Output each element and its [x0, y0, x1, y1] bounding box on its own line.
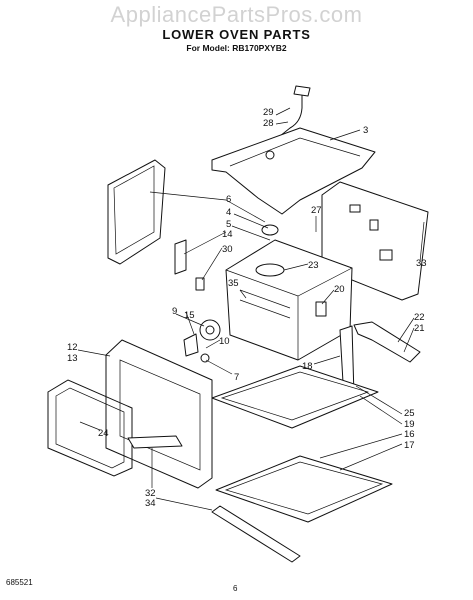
callout-29: 29	[263, 107, 274, 118]
callout-15: 15	[184, 310, 195, 321]
part-top-panel	[211, 127, 376, 215]
page-number: 6	[233, 584, 238, 593]
part-vent-tube	[273, 92, 303, 151]
callout-9: 9	[172, 306, 177, 317]
part-broiler-pan	[215, 455, 393, 523]
callout-32: 32	[145, 488, 156, 499]
callout-18: 18	[302, 361, 313, 372]
callout-6: 6	[226, 194, 231, 205]
callout-4: 4	[226, 207, 231, 218]
callout-19: 19	[404, 419, 415, 430]
callout-labels: 29 28 3 6 4 5 14 27 30 23 35 20 9 15 10 …	[67, 107, 427, 509]
page-title: LOWER OVEN PARTS	[162, 27, 311, 42]
callout-34: 34	[145, 498, 156, 509]
part-left-side-panel	[107, 159, 166, 265]
callout-21: 21	[414, 323, 425, 334]
callout-20: 20	[334, 284, 345, 295]
callout-30: 30	[222, 244, 233, 255]
callout-7: 7	[234, 372, 239, 383]
callout-24: 24	[98, 428, 109, 439]
part-vent-cap	[293, 85, 311, 97]
part-kick-strip	[211, 505, 301, 563]
callout-12: 12	[67, 342, 78, 353]
part-oven-bottom	[211, 365, 379, 429]
callout-3: 3	[363, 125, 368, 136]
callout-22: 22	[414, 312, 425, 323]
part-door-gasket	[47, 379, 133, 477]
callout-33: 33	[416, 258, 427, 269]
callout-5: 5	[226, 219, 231, 230]
callout-23: 23	[308, 260, 319, 271]
callout-35: 35	[228, 278, 239, 289]
doc-number: 685521	[6, 578, 33, 587]
callout-17: 17	[404, 440, 415, 451]
part-front-frame	[105, 339, 213, 489]
model-subtitle: For Model: RB170PXYB2	[186, 43, 287, 53]
callout-14: 14	[222, 229, 233, 240]
callout-28: 28	[263, 118, 274, 129]
callout-16: 16	[404, 429, 415, 440]
callout-25: 25	[404, 408, 415, 419]
watermark: AppliancePartsPros.com	[110, 2, 363, 27]
leader-lines	[77, 107, 425, 511]
callout-27: 27	[311, 205, 322, 216]
callout-13: 13	[67, 353, 78, 364]
callout-10: 10	[219, 336, 230, 347]
part-bracket	[353, 321, 421, 363]
